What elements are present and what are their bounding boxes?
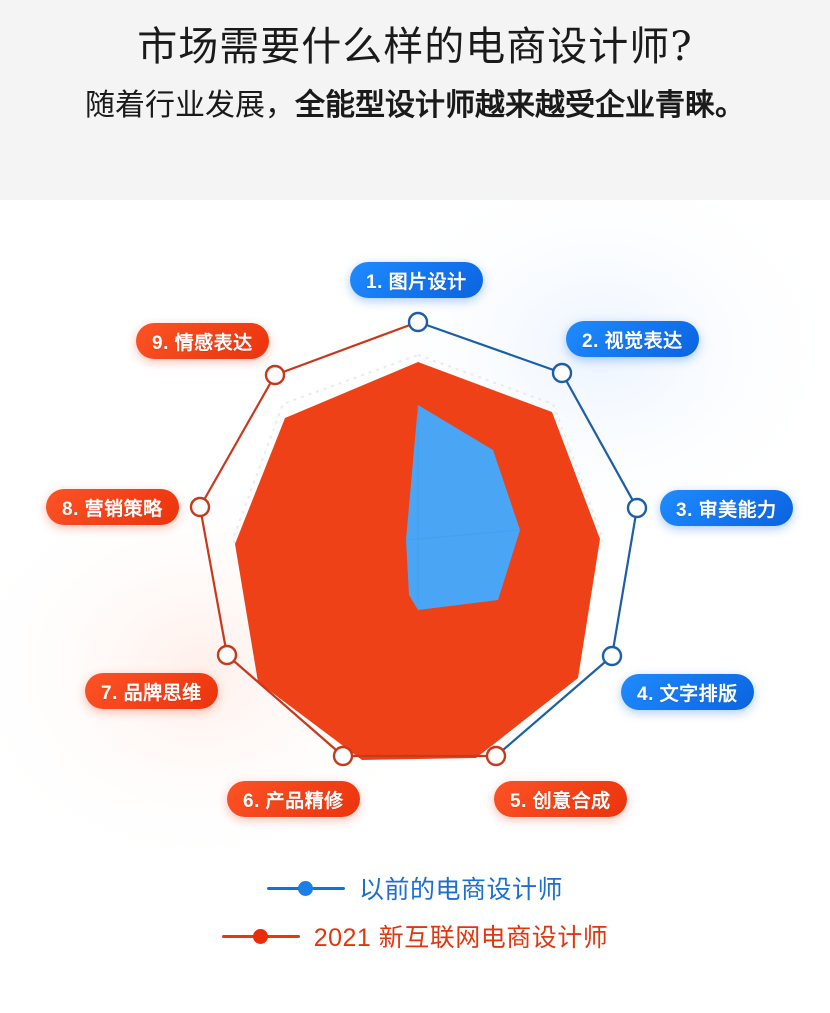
axis-node-6[interactable] (332, 745, 354, 767)
axis-label-9[interactable]: 9. 情感表达 (136, 323, 269, 359)
axis-label-2[interactable]: 2. 视觉表达 (566, 321, 699, 357)
legend-label-new-designer: 2021 新互联网电商设计师 (313, 924, 609, 952)
subtitle-normal: 随着行业发展， (85, 89, 295, 122)
legend-label-old-designer: 以前的电商设计师 (358, 876, 563, 904)
axis-label-6[interactable]: 6. 产品精修 (227, 781, 360, 817)
axis-node-4[interactable] (601, 645, 623, 667)
axis-label-7[interactable]: 7. 品牌思维 (85, 673, 218, 709)
header-banner: 市场需要什么样的电商设计师? 随着行业发展，全能型设计师越来越受企业青睐。 (0, 0, 830, 200)
legend-item-new-designer[interactable]: 2021 新互联网电商设计师 (221, 918, 609, 954)
legend-item-old-designer[interactable]: 以前的电商设计师 (266, 870, 563, 906)
legend-marker-blue-icon (266, 881, 345, 896)
axis-node-3[interactable] (626, 497, 648, 519)
axis-node-9[interactable] (264, 364, 286, 386)
axis-ring-red (198, 320, 496, 758)
axis-node-7[interactable] (216, 644, 238, 666)
radar-chart: 1. 图片设计 2. 视觉表达 3. 审美能力 4. 文字排版 5. 创意合成 … (0, 200, 830, 860)
axis-label-5[interactable]: 5. 创意合成 (494, 781, 627, 817)
series-seam-lines (405, 405, 521, 610)
subtitle-strong: 全能型设计师越来越受企业青睐。 (295, 89, 745, 122)
axis-node-1[interactable] (407, 311, 429, 333)
page-subtitle: 随着行业发展，全能型设计师越来越受企业青睐。 (85, 86, 745, 125)
axis-label-3[interactable]: 3. 审美能力 (660, 490, 793, 526)
axis-label-4[interactable]: 4. 文字排版 (621, 674, 754, 710)
page-title: 市场需要什么样的电商设计师? (137, 24, 693, 70)
axis-label-1[interactable]: 1. 图片设计 (350, 262, 483, 298)
series-area-old-designer (406, 405, 520, 610)
axis-node-8[interactable] (189, 496, 211, 518)
axis-node-2[interactable] (551, 362, 573, 384)
axis-node-5[interactable] (485, 745, 507, 767)
axis-label-8[interactable]: 8. 营销策略 (46, 489, 179, 525)
chart-legend: 以前的电商设计师 2021 新互联网电商设计师 (0, 858, 830, 978)
radar-chart-svg (0, 200, 830, 860)
legend-marker-red-icon (221, 929, 300, 944)
